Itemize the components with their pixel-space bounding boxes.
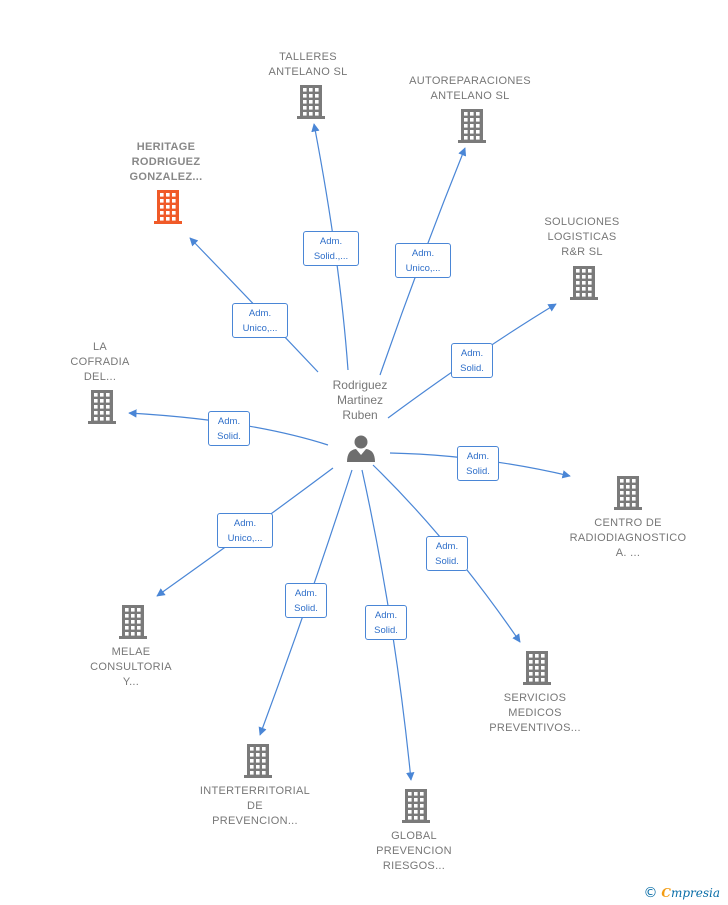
company-label-line: LA [92, 341, 108, 353]
company-label-line: A. ... [615, 547, 641, 559]
role-label-line: Unico,... [242, 323, 278, 334]
company-label-line: Y... [122, 676, 140, 688]
company-label-line: RIESGOS... [382, 860, 446, 872]
company-label-global[interactable]: GLOBAL PREVENCION RIESGOS... [339, 829, 489, 874]
company-label-line: GONZALEZ... [129, 171, 203, 183]
company-label-line: RADIODIAGNOSTICO [569, 532, 687, 544]
company-label-line: DE [247, 800, 263, 812]
building-icon[interactable] [402, 789, 430, 823]
company-label-line: COFRADIA [70, 356, 130, 368]
role-label-line: Adm. [319, 236, 343, 247]
role-label-line: Adm. [466, 451, 490, 462]
company-label-autoreparaciones[interactable]: AUTOREPARACIONES ANTELANO SL [395, 74, 545, 104]
building-icon[interactable] [570, 266, 598, 300]
company-label-line: RODRIGUEZ [131, 156, 201, 168]
company-label-cofradia[interactable]: LA COFRADIA DEL... [25, 340, 175, 385]
role-label-interterritorial[interactable]: Adm. Solid. [285, 583, 327, 618]
role-label-talleres[interactable]: Adm. Solid.,... [303, 231, 359, 266]
role-label-centro[interactable]: Adm. Solid. [457, 446, 499, 481]
role-label-line: Solid. [466, 466, 490, 477]
company-label-line: GLOBAL [391, 830, 437, 842]
company-label-soluciones[interactable]: SOLUCIONES LOGISTICAS R&R SL [507, 215, 657, 260]
role-label-line: Solid.,... [313, 251, 349, 262]
role-label-global[interactable]: Adm. Solid. [365, 605, 407, 640]
role-label-line: Adm. [374, 610, 398, 621]
company-label-line: MEDICOS [508, 707, 562, 719]
role-label-line: Adm. [435, 541, 459, 552]
copyright-icon: © [643, 885, 658, 901]
company-label-servicios[interactable]: SERVICIOS MEDICOS PREVENTIVOS... [460, 691, 610, 736]
company-label-line: CONSULTORIA [90, 661, 172, 673]
role-label-line: Solid. [374, 625, 398, 636]
company-label-line: HERITAGE [136, 141, 196, 153]
center-name-line: Rodriguez [332, 378, 388, 392]
company-label-line: PREVENCION [376, 845, 452, 857]
role-label-line: Adm. [294, 588, 318, 599]
role-label-line: Adm. [411, 248, 435, 259]
role-label-melae[interactable]: Adm. Unico,... [217, 513, 273, 548]
company-label-melae[interactable]: MELAE CONSULTORIA Y... [56, 645, 206, 690]
role-label-line: Adm. [248, 308, 272, 319]
company-label-line: PREVENCION... [212, 815, 298, 827]
brand-logo-letter: C [661, 886, 671, 900]
company-label-line: ANTELANO SL [430, 90, 510, 102]
role-label-line: Adm. [217, 416, 241, 427]
company-label-heritage[interactable]: HERITAGE RODRIGUEZ GONZALEZ... [91, 140, 241, 185]
company-label-line: MELAE [111, 646, 151, 658]
company-label-line: SERVICIOS [503, 692, 567, 704]
building-icon[interactable] [244, 744, 272, 778]
role-label-servicios[interactable]: Adm. Solid. [426, 536, 468, 571]
company-label-line: DEL... [83, 371, 117, 383]
company-label-talleres[interactable]: TALLERES ANTELANO SL [233, 50, 383, 80]
role-label-line: Solid. [294, 603, 318, 614]
role-label-autoreparaciones[interactable]: Adm. Unico,... [395, 243, 451, 278]
company-label-line: ANTELANO SL [268, 66, 348, 78]
building-icon[interactable] [88, 390, 116, 424]
role-label-line: Unico,... [405, 263, 441, 274]
company-label-centro[interactable]: CENTRO DE RADIODIAGNOSTICO A. ... [553, 516, 703, 561]
center-name-line: Martinez [336, 393, 383, 407]
company-label-line: PREVENTIVOS... [489, 722, 581, 734]
building-icon[interactable] [297, 85, 325, 119]
company-label-line: SOLUCIONES [544, 216, 620, 228]
company-label-line: INTERTERRITORIAL [199, 785, 311, 797]
center-person-name[interactable]: Rodriguez Martinez Ruben [305, 378, 415, 423]
edge-heritage [189, 237, 319, 373]
role-label-line: Solid. [460, 363, 484, 374]
role-label-line: Unico,... [227, 533, 263, 544]
role-label-line: Solid. [435, 556, 459, 567]
company-label-line: AUTOREPARACIONES [409, 75, 531, 87]
role-label-soluciones[interactable]: Adm. Solid. [451, 343, 493, 378]
company-label-line: TALLERES [279, 51, 337, 63]
footer-brand: © Cmpresia [644, 885, 720, 901]
company-label-interterritorial[interactable]: INTERTERRITORIAL DE PREVENCION... [180, 784, 330, 829]
building-icon[interactable] [614, 476, 642, 510]
brand-logo-text: mpresia [670, 886, 720, 900]
building-icon[interactable] [154, 190, 182, 224]
role-label-line: Adm. [233, 518, 257, 529]
building-icon[interactable] [458, 109, 486, 143]
company-label-line: CENTRO DE [594, 517, 662, 529]
center-name-line: Ruben [342, 408, 378, 422]
company-label-line: LOGISTICAS [547, 231, 617, 243]
role-label-line: Solid. [217, 431, 241, 442]
company-label-line: R&R SL [561, 246, 603, 258]
building-icon[interactable] [119, 605, 147, 639]
role-label-heritage[interactable]: Adm. Unico,... [232, 303, 288, 338]
building-icon[interactable] [523, 651, 551, 685]
role-label-line: Adm. [460, 348, 484, 359]
role-label-cofradia[interactable]: Adm. Solid. [208, 411, 250, 446]
person-icon[interactable] [347, 435, 375, 463]
